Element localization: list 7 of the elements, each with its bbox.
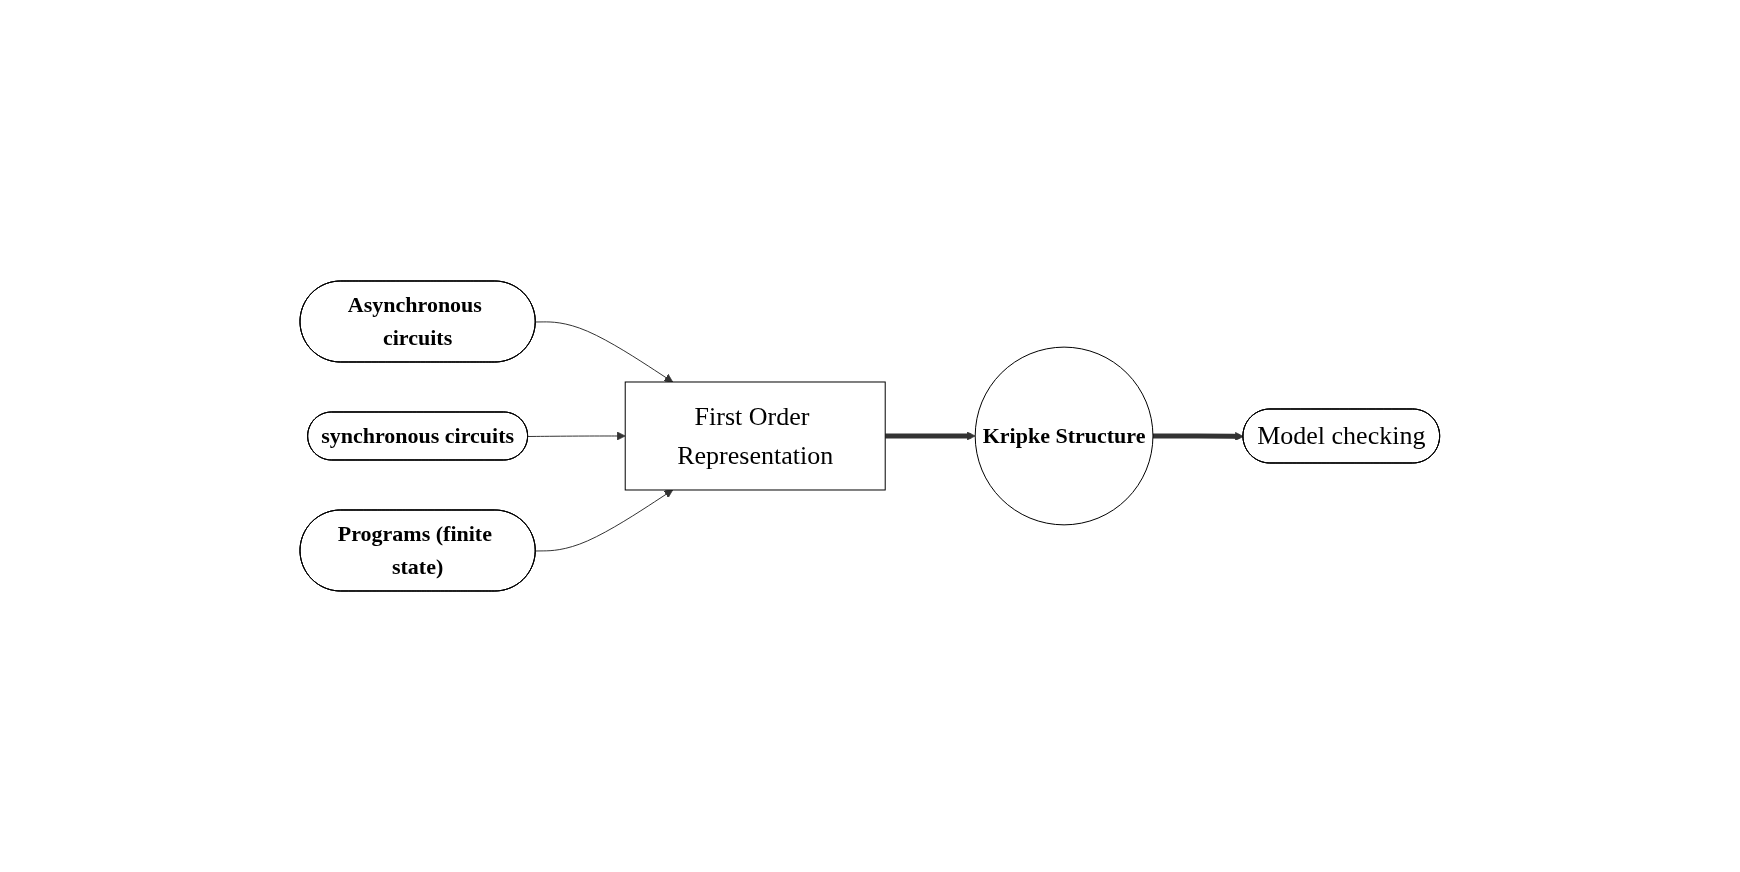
node-box: First Order Representation <box>624 381 886 491</box>
arrow <box>1153 432 1244 441</box>
arrow <box>535 489 674 552</box>
arrow <box>527 431 626 441</box>
node-circle: Kripke Structure <box>974 346 1154 526</box>
arrow <box>535 321 674 383</box>
arrow <box>885 431 976 441</box>
